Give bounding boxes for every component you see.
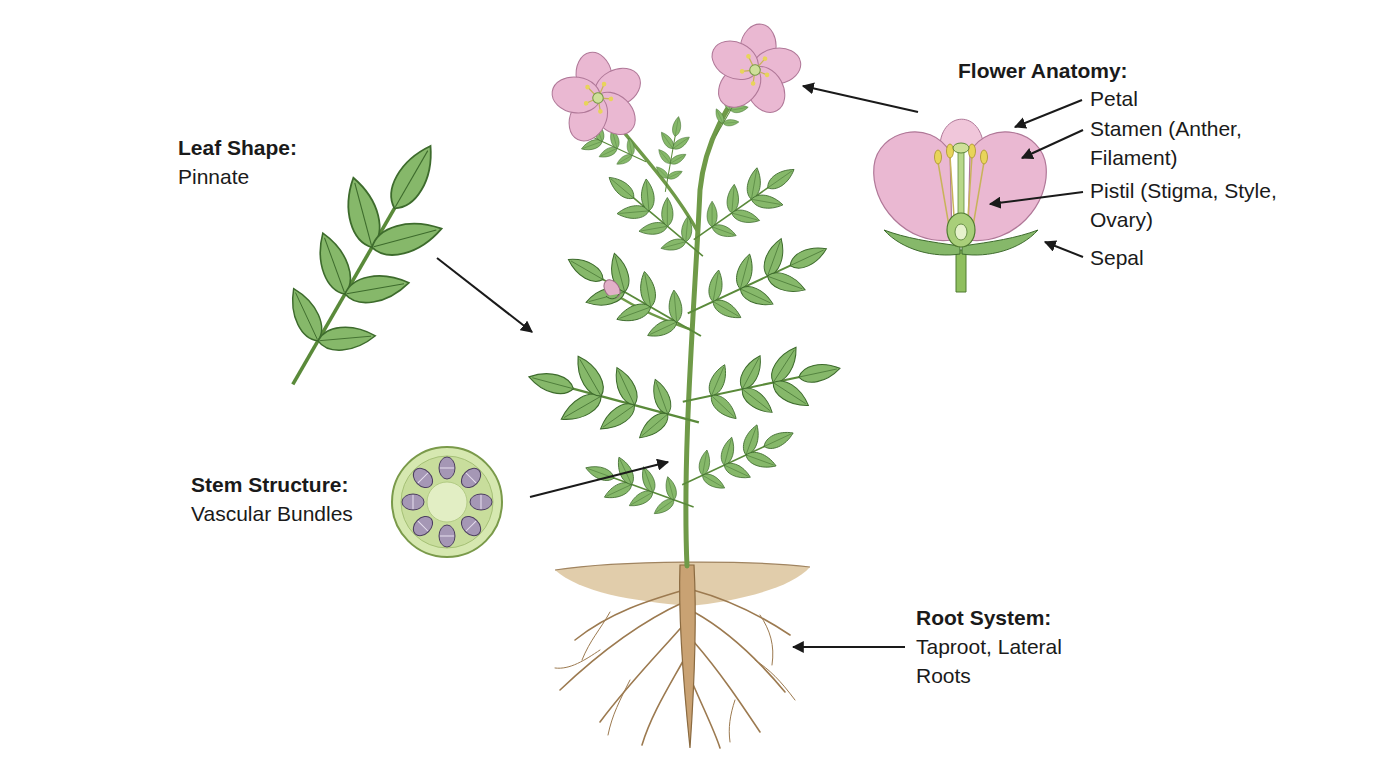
label-slot: Leaf Shape:: [178, 133, 297, 162]
leader-arrows: [437, 86, 1083, 647]
label-slot: Flower Anatomy:: [958, 56, 1128, 85]
plant-leaves: [519, 61, 847, 531]
label-slot: Stamen (Anther, Filament): [1090, 114, 1290, 172]
flower-bud: [601, 277, 624, 301]
section-heading: Flower Anatomy:: [958, 56, 1128, 85]
part-label: Taproot, Lateral Roots: [916, 632, 1066, 690]
label-slot: Stem Structure:: [191, 470, 349, 499]
label-slot: Root System:: [916, 603, 1051, 632]
section-heading: Stem Structure:: [191, 470, 349, 499]
stem-cross-section: [392, 447, 502, 557]
flower-cross-section: [874, 119, 1047, 292]
part-label: Vascular Bundles: [191, 499, 353, 528]
plant-flowers: [541, 17, 810, 153]
root-system: [555, 565, 795, 748]
label-slot: Vascular Bundles: [191, 499, 353, 528]
part-label: Petal: [1090, 84, 1138, 113]
part-label: Pistil (Stigma, Style, Ovary): [1090, 176, 1305, 234]
label-slot: Pinnate: [178, 162, 249, 191]
label-slot: Taproot, Lateral Roots: [916, 632, 1066, 690]
label-slot: Pistil (Stigma, Style, Ovary): [1090, 176, 1305, 234]
label-slot: Petal: [1090, 84, 1138, 113]
part-label: Pinnate: [178, 162, 249, 191]
section-heading: Root System:: [916, 603, 1051, 632]
part-label: Stamen (Anther, Filament): [1090, 114, 1290, 172]
label-slot: Sepal: [1090, 243, 1144, 272]
section-heading: Leaf Shape:: [178, 133, 297, 162]
part-label: Sepal: [1090, 243, 1144, 272]
